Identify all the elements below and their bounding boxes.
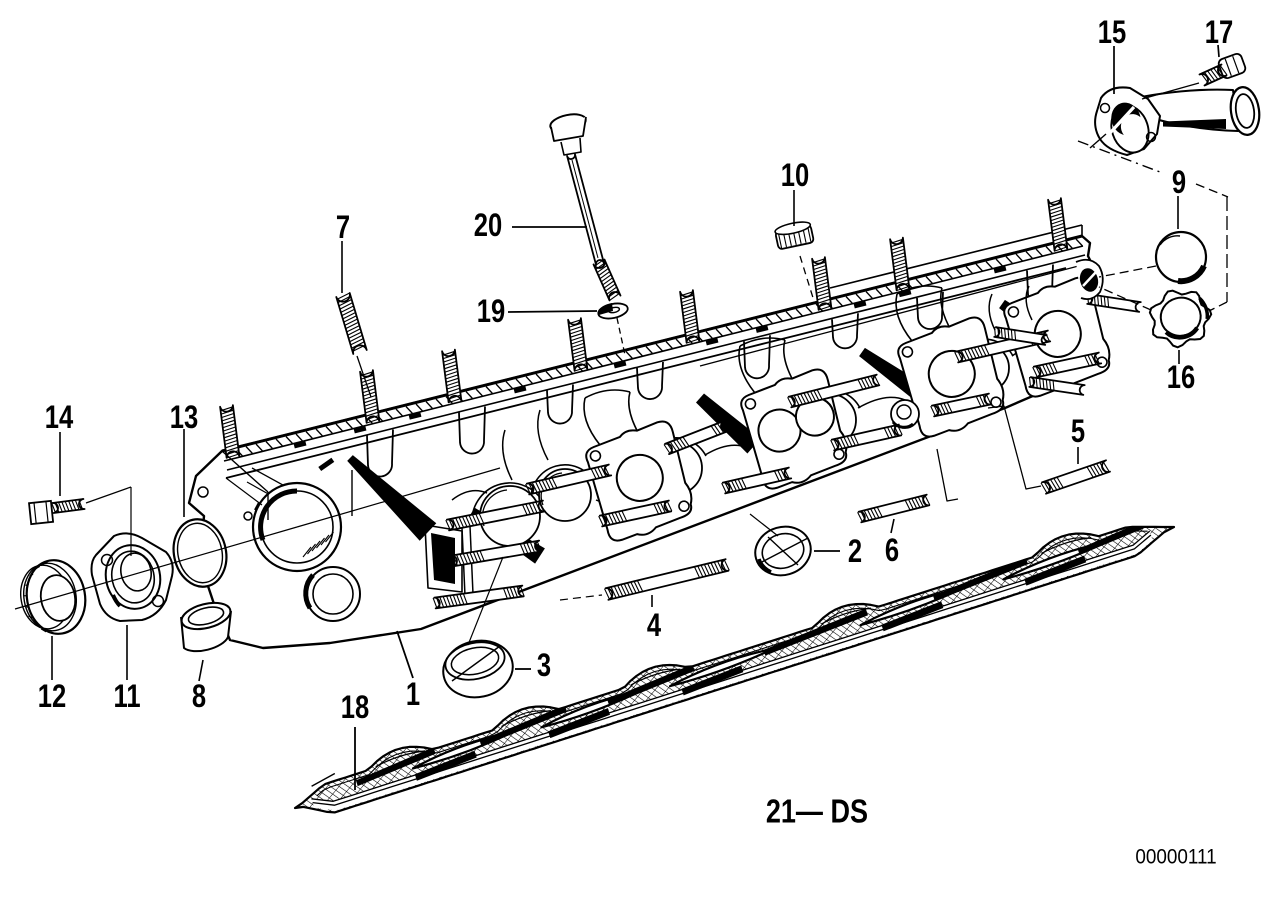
svg-text:19: 19 xyxy=(477,294,505,329)
svg-text:9: 9 xyxy=(1172,165,1186,200)
svg-text:13: 13 xyxy=(170,400,198,435)
svg-text:6: 6 xyxy=(885,533,899,568)
svg-text:1: 1 xyxy=(406,677,420,712)
svg-text:8: 8 xyxy=(192,679,206,714)
svg-text:18: 18 xyxy=(341,690,369,725)
svg-text:17: 17 xyxy=(1205,15,1233,50)
svg-text:5: 5 xyxy=(1071,414,1085,449)
svg-text:10: 10 xyxy=(781,158,809,193)
svg-text:15: 15 xyxy=(1098,15,1126,50)
svg-text:12: 12 xyxy=(38,679,66,714)
svg-text:00000111: 00000111 xyxy=(1135,845,1216,868)
svg-text:3: 3 xyxy=(537,648,551,683)
svg-text:7: 7 xyxy=(336,210,350,245)
svg-text:2: 2 xyxy=(848,534,862,569)
svg-text:11: 11 xyxy=(114,679,141,714)
svg-text:20: 20 xyxy=(474,208,502,243)
svg-text:16: 16 xyxy=(1167,360,1195,395)
svg-text:21— DS: 21— DS xyxy=(766,794,868,830)
svg-text:14: 14 xyxy=(45,400,73,435)
svg-text:4: 4 xyxy=(647,608,661,643)
